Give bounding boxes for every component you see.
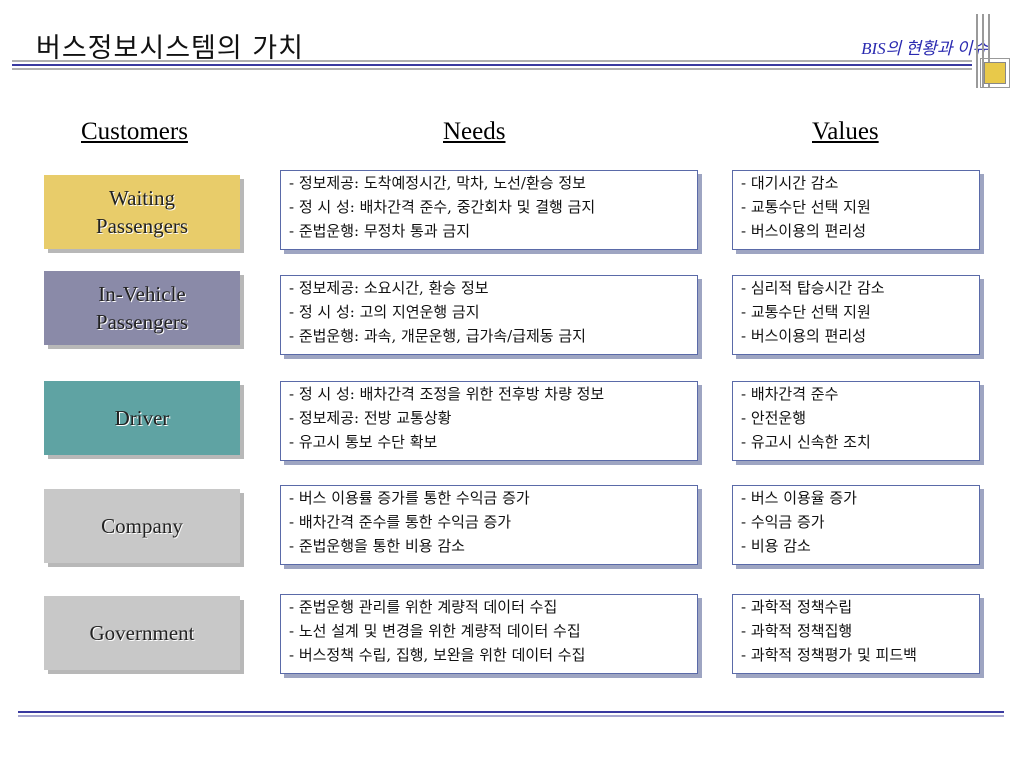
customer-box: Company [44, 489, 240, 563]
customer-label: Passengers [95, 310, 189, 334]
values-item: - 유고시 신속한 조치 [741, 433, 871, 451]
values-box: - 대기시간 감소 - 교통수단 선택 지원 - 버스이용의 편리성 [732, 170, 980, 250]
page-title: 버스정보시스템의 가치 [36, 33, 304, 64]
needs-item: - 정보제공: 소요시간, 환승 정보 [289, 279, 489, 297]
values-box: - 배차간격 준수 - 안전운행 - 유고시 신속한 조치 [732, 381, 980, 461]
needs-box: - 버스 이용률 증가를 통한 수익금 증가 - 배차간격 준수를 통한 수익금 … [280, 485, 698, 565]
needs-item: - 정 시 성: 배차간격 준수, 중간회차 및 결행 금지 [289, 198, 596, 216]
customer-box: Government [44, 596, 240, 670]
customer-label: Passengers [95, 214, 189, 238]
needs-item: - 버스정책 수립, 집행, 보완을 위한 데이터 수집 [289, 646, 586, 664]
values-item: - 과학적 정책수립 [741, 598, 853, 616]
needs-item: - 정 시 성: 고의 지연운행 금지 [289, 303, 480, 321]
values-item: - 심리적 탑승시간 감소 [741, 279, 885, 297]
corner-decoration [972, 14, 1018, 88]
customer-label: Waiting [109, 186, 175, 210]
needs-box: - 정 시 성: 배차간격 조정을 위한 전후방 차량 정보 - 정보제공: 전방… [280, 381, 698, 461]
values-item: - 교통수단 선택 지원 [741, 198, 871, 216]
needs-item: - 준법운행: 과속, 개문운행, 급가속/급제동 금지 [289, 327, 586, 345]
values-item: - 버스이용의 편리성 [741, 327, 867, 345]
needs-item: - 준법운행: 무정차 통과 금지 [289, 222, 470, 240]
values-box: - 과학적 정책수립 - 과학적 정책집행 - 과학적 정책평가 및 피드백 [732, 594, 980, 674]
column-header-values: Values [812, 118, 879, 145]
values-item: - 수익금 증가 [741, 513, 825, 531]
values-item: - 배차간격 준수 [741, 385, 839, 403]
needs-item: - 준법운행을 통한 비용 감소 [289, 537, 465, 555]
values-item: - 비용 감소 [741, 537, 811, 555]
needs-item: - 정보제공: 도착예정시간, 막차, 노선/환승 정보 [289, 174, 586, 192]
needs-item: - 준법운행 관리를 위한 계량적 데이터 수집 [289, 598, 558, 616]
needs-item: - 유고시 통보 수단 확보 [289, 433, 438, 451]
customer-box: Driver [44, 381, 240, 455]
values-item: - 교통수단 선택 지원 [741, 303, 871, 321]
header-divider [12, 60, 972, 72]
needs-box: - 정보제공: 소요시간, 환승 정보 - 정 시 성: 고의 지연운행 금지 - … [280, 275, 698, 355]
values-item: - 대기시간 감소 [741, 174, 839, 192]
needs-item: - 버스 이용률 증가를 통한 수익금 증가 [289, 489, 530, 507]
values-box: - 심리적 탑승시간 감소 - 교통수단 선택 지원 - 버스이용의 편리성 [732, 275, 980, 355]
values-item: - 버스이용의 편리성 [741, 222, 867, 240]
values-item: - 버스 이용율 증가 [741, 489, 857, 507]
needs-item: - 배차간격 준수를 통한 수익금 증가 [289, 513, 512, 531]
needs-box: - 준법운행 관리를 위한 계량적 데이터 수집 - 노선 설계 및 변경을 위한… [280, 594, 698, 674]
needs-box: - 정보제공: 도착예정시간, 막차, 노선/환승 정보 - 정 시 성: 배차간… [280, 170, 698, 250]
customer-label: Government [89, 621, 195, 645]
customer-label: In-Vehicle [98, 282, 186, 306]
values-item: - 안전운행 [741, 409, 807, 427]
needs-item: - 노선 설계 및 변경을 위한 계량적 데이터 수집 [289, 622, 581, 640]
column-header-needs: Needs [443, 118, 506, 145]
page-subtitle: BIS의 현황과 이슈 [861, 39, 988, 58]
values-item: - 과학적 정책집행 [741, 622, 853, 640]
customer-label: Company [101, 514, 183, 538]
footer-divider [18, 711, 1004, 721]
customer-label: Driver [114, 406, 170, 430]
values-box: - 버스 이용율 증가 - 수익금 증가 - 비용 감소 [732, 485, 980, 565]
values-item: - 과학적 정책평가 및 피드백 [741, 646, 917, 664]
needs-item: - 정보제공: 전방 교통상황 [289, 409, 452, 427]
needs-item: - 정 시 성: 배차간격 조정을 위한 전후방 차량 정보 [289, 385, 605, 403]
column-header-customers: Customers [81, 118, 188, 145]
